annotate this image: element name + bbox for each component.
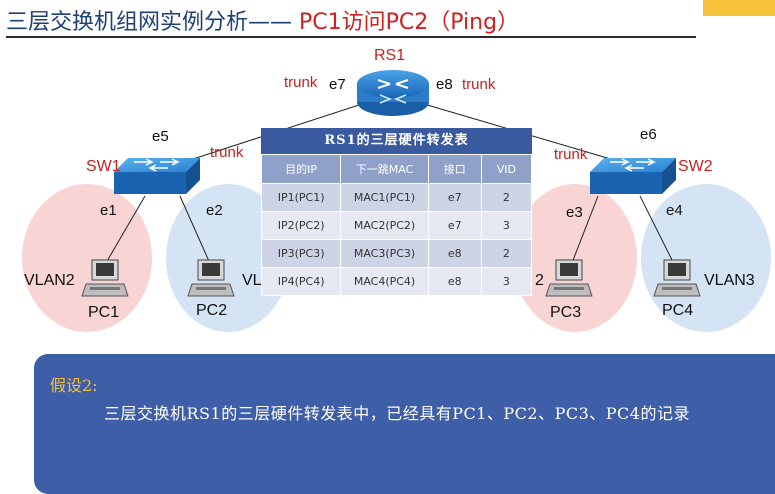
- cell-dest-ip: IP1(PC1): [260, 183, 342, 212]
- title-highlight: PC1访问PC2（Ping）: [292, 10, 520, 35]
- page-title: 三层交换机组网实例分析—— PC1访问PC2（Ping）: [6, 4, 519, 36]
- cell-vid: 3: [480, 211, 533, 240]
- vlan2-area-left: [22, 184, 152, 332]
- link-sw2-pc4: [639, 195, 677, 269]
- cell-next-hop-mac: MAC1(PC1): [340, 183, 429, 212]
- pc2-label: PC2: [196, 302, 228, 319]
- cell-next-hop-mac: MAC3(PC3): [340, 239, 429, 268]
- vlan2-area-right: [513, 184, 637, 332]
- trunk-sw1-label: trunk: [210, 144, 244, 161]
- assumption-note: 假设2: 三层交换机RS1的三层硬件转发表中，已经具有PC1、PC2、PC3、P…: [34, 354, 775, 494]
- port-e5-label: e5: [152, 128, 169, 145]
- header-dest-ip: 目的IP: [260, 154, 342, 184]
- cell-interface: e7: [427, 183, 482, 212]
- port-e6-label: e6: [640, 126, 657, 143]
- network-diagram: [22, 70, 771, 332]
- port-e7-label: e7: [329, 76, 346, 93]
- forwarding-table: RS1的三层硬件转发表 目的IP 下一跳MAC 接口 VID IP1(PC1) …: [260, 128, 533, 296]
- port-e3-label: e3: [566, 204, 583, 221]
- pc4-icon: [653, 259, 701, 297]
- port-e8-label: e8: [436, 76, 453, 93]
- trunk-e8-label: trunk: [462, 76, 496, 93]
- title-underline: [6, 36, 696, 38]
- vlan-label-pc4: VLAN3: [704, 272, 755, 289]
- table-row: IP2(PC2) MAC2(PC2) e7 3: [260, 211, 533, 240]
- slide: 三层交换机组网实例分析—— PC1访问PC2（Ping）: [6, 0, 775, 494]
- trunk-e7-label: trunk: [284, 74, 318, 91]
- port-e1-label: e1: [100, 202, 117, 219]
- table-row: IP1(PC1) MAC1(PC1) e7 2: [260, 183, 533, 212]
- switch-left-label: SW1: [86, 158, 121, 175]
- router-label: RS1: [374, 47, 406, 64]
- cell-vid: 3: [480, 267, 533, 296]
- header-next-hop-mac: 下一跳MAC: [340, 154, 429, 184]
- header-interface: 接口: [427, 154, 482, 184]
- cell-vid: 2: [480, 183, 533, 212]
- pc2-icon: [187, 259, 235, 297]
- link-sw1-pc2: [179, 195, 213, 269]
- cell-interface: e7: [427, 211, 482, 240]
- cell-dest-ip: IP4(PC4): [260, 267, 342, 296]
- header-vid: VID: [480, 154, 533, 184]
- port-e2-label: e2: [206, 202, 223, 219]
- router-icon: [357, 70, 429, 116]
- cell-next-hop-mac: MAC4(PC4): [340, 267, 429, 296]
- switch-left-icon: [114, 158, 200, 194]
- link-sw2-pc3: [569, 195, 599, 269]
- pc3-label: PC3: [550, 304, 582, 321]
- vlan-label-pc1: VLAN2: [24, 272, 75, 289]
- cell-interface: e8: [427, 239, 482, 268]
- table-row: IP3(PC3) MAC3(PC3) e8 2: [260, 239, 533, 268]
- vlan-label-pc3: 2: [535, 272, 544, 289]
- cell-vid: 2: [480, 239, 533, 268]
- table-row: IP4(PC4) MAC4(PC4) e8 3: [260, 267, 533, 296]
- link-sw1-pc1: [102, 195, 146, 269]
- cell-dest-ip: IP3(PC3): [260, 239, 342, 268]
- note-title: 假设2:: [50, 376, 98, 395]
- cell-dest-ip: IP2(PC2): [260, 211, 342, 240]
- trunk-sw2-label: trunk: [554, 146, 588, 163]
- pc4-label: PC4: [662, 302, 694, 319]
- pc1-icon: [81, 259, 129, 297]
- switch-right-icon: [590, 158, 676, 194]
- table-caption: RS1的三层硬件转发表: [261, 128, 532, 154]
- cell-interface: e8: [427, 267, 482, 296]
- vlan-label-pc2: VL: [242, 272, 262, 289]
- vlan3-area-right: [641, 184, 771, 332]
- title-main: 三层交换机组网实例分析——: [6, 10, 293, 35]
- note-body: 三层交换机RS1的三层硬件转发表中，已经具有PC1、PC2、PC3、PC4的记录: [104, 404, 690, 423]
- pc3-icon: [545, 259, 593, 297]
- corner-decoration: [703, 0, 775, 16]
- pc1-label: PC1: [88, 304, 120, 321]
- switch-right-label: SW2: [678, 158, 713, 175]
- cell-next-hop-mac: MAC2(PC2): [340, 211, 429, 240]
- port-e4-label: e4: [666, 202, 683, 219]
